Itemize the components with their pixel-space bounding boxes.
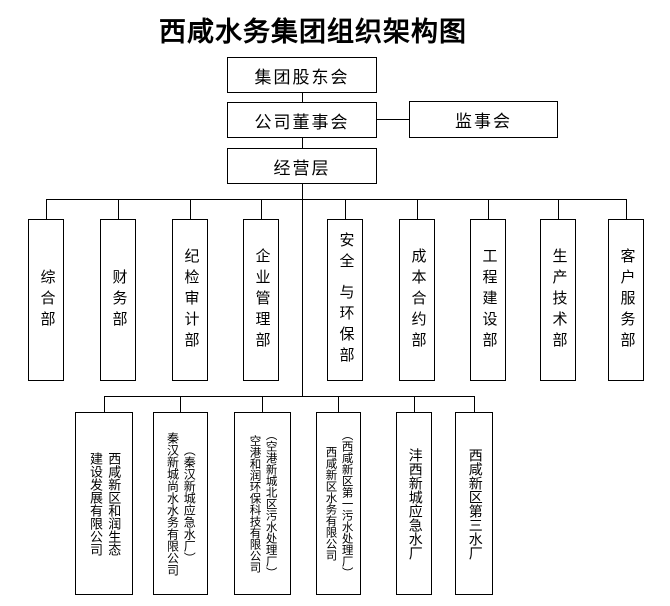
- dept-box-cost-contract: 成本合约部: [399, 219, 435, 381]
- dept-box-discipline-audit: 纪检审计部: [172, 219, 208, 381]
- dept-label-production-technology: 生产技术部: [550, 247, 567, 353]
- connector-drop-sub-2: [180, 396, 181, 412]
- dept-box-customer-service: 客户服务部: [608, 219, 644, 381]
- dept-label-discipline-audit: 纪检审计部: [182, 247, 199, 353]
- supervisory-board-box: 监事会: [409, 101, 558, 138]
- dept-label-general-affairs: 综合部: [38, 268, 55, 332]
- sub-box-xixian-third-water-plant: 西咸新区第三水厂: [455, 412, 493, 595]
- management-level-box: 经营层: [227, 148, 377, 184]
- connector-drop-sub-4: [338, 396, 339, 412]
- connector-drop-dept-4: [261, 199, 262, 219]
- connector-drop-dept-1: [46, 199, 47, 219]
- sub-box-herun-ecological-development: 西咸新区和润生态 建设发展有限公司: [75, 412, 133, 595]
- management-level-label: 经营层: [273, 158, 331, 178]
- connector-central-spine: [302, 184, 303, 397]
- dept-label-customer-service: 客户服务部: [618, 247, 635, 353]
- sub-label-fengxi-emergency-water-plant: 沣西新城应急水厂: [406, 447, 422, 560]
- dept-box-production-technology: 生产技术部: [540, 219, 576, 381]
- sub-box-xixian-water-company: （西咸新区第一污水处理厂） 西咸新区水务有限公司: [316, 412, 361, 595]
- dept-box-enterprise-management: 企业管理部: [243, 219, 279, 381]
- sub-box-fengxi-emergency-water-plant: 沣西新城应急水厂: [396, 412, 432, 595]
- sub-label-xixian-third-water-plant: 西咸新区第三水厂: [466, 447, 482, 560]
- sub-box-qinhan-shangshui-water: （秦汉新城应急水厂） 秦汉新城尚水水务有限公司: [153, 412, 208, 595]
- connector-drop-dept-7: [488, 199, 489, 219]
- connector-drop-dept-2: [118, 199, 119, 219]
- connector-drop-dept-5: [345, 199, 346, 219]
- connector-subsidiaries-rail: [104, 396, 474, 397]
- connector-drop-sub-6: [474, 396, 475, 412]
- connector-drop-sub-3: [262, 396, 263, 412]
- sub-box-konggang-herun-environmental: （空港新城北区污水处理厂） 空港和润环保科技有限公司: [234, 412, 291, 595]
- dept-label-safety-environment: 安全 与环保部: [337, 232, 354, 368]
- connector-departments-rail: [46, 199, 627, 200]
- connector-drop-sub-1: [104, 396, 105, 412]
- dept-box-finance: 财务部: [100, 219, 136, 381]
- shareholders-label: 集团股东会: [254, 67, 350, 87]
- connector-drop-dept-3: [190, 199, 191, 219]
- shareholders-box: 集团股东会: [227, 57, 377, 93]
- connector-drop-sub-5: [414, 396, 415, 412]
- board-of-directors-box: 公司董事会: [227, 102, 377, 138]
- sub-label-qinhan-shangshui-water: （秦汉新城应急水厂） 秦汉新城尚水水务有限公司: [165, 431, 197, 576]
- chart-title: 西咸水务集团组织架构图: [159, 17, 467, 47]
- board-of-directors-label: 公司董事会: [254, 112, 350, 132]
- connector-drop-dept-9: [626, 199, 627, 219]
- dept-box-engineering-construction: 工程建设部: [470, 219, 506, 381]
- dept-label-finance: 财务部: [110, 268, 127, 332]
- dept-label-engineering-construction: 工程建设部: [480, 247, 497, 353]
- dept-label-cost-contract: 成本合约部: [409, 247, 426, 353]
- sub-label-herun-ecological-development: 西咸新区和润生态 建设发展有限公司: [88, 451, 122, 556]
- dept-box-general-affairs: 综合部: [28, 219, 64, 381]
- connector-shareholders-board: [302, 93, 303, 102]
- connector-drop-dept-8: [558, 199, 559, 219]
- connector-board-supervisory: [377, 119, 409, 120]
- dept-box-safety-environment: 安全 与环保部: [327, 219, 363, 381]
- dept-label-enterprise-management: 企业管理部: [253, 247, 270, 353]
- connector-drop-dept-6: [417, 199, 418, 219]
- sub-label-konggang-herun-environmental: （空港新城北区污水处理厂） 空港和润环保科技有限公司: [248, 428, 277, 579]
- supervisory-board-label: 监事会: [455, 112, 512, 131]
- sub-label-xixian-water-company: （西咸新区第一污水处理厂） 西咸新区水务有限公司: [324, 428, 353, 579]
- connector-board-management: [302, 138, 303, 148]
